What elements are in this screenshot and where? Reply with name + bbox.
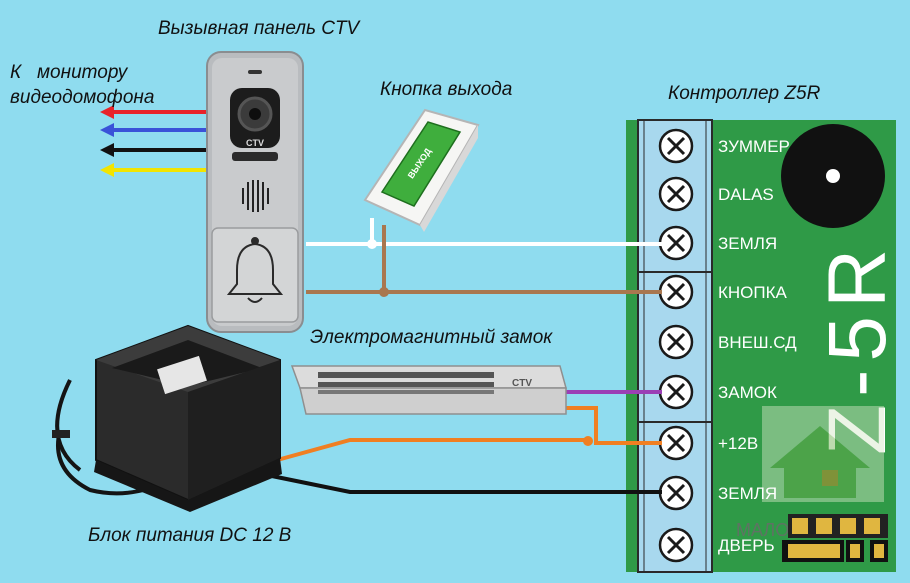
terminal-screw-icon — [658, 527, 694, 563]
terminal-label: ДВЕРЬ — [718, 536, 775, 555]
jumper-pins — [782, 514, 888, 562]
terminal-screw-icon — [658, 475, 694, 511]
terminal-screw-icon — [658, 176, 694, 212]
exit-button: ВЫХОД — [363, 108, 480, 232]
panel-title: Вызывная панель CTV — [158, 18, 362, 39]
board-mark: Z-5R — [812, 241, 903, 455]
exit-button-title: Кнопка выхода — [380, 79, 512, 100]
terminal-screw-icon — [658, 274, 694, 310]
terminal-label: ВНЕШ.СД — [718, 333, 797, 352]
monitor-label-line2: видеодомофона — [10, 87, 154, 108]
wires — [100, 105, 662, 494]
electromagnetic-lock: CTV — [290, 365, 567, 415]
bell-icon — [226, 237, 284, 303]
terminal-label: ЗЕМЛЯ — [718, 234, 777, 253]
terminal-label: +12В — [718, 434, 758, 453]
terminal-label: ЗЕМЛЯ — [718, 484, 777, 503]
lock-title: Электромагнитный замок — [310, 327, 553, 348]
house-watermark-icon — [762, 406, 884, 502]
panel-brand: CTV — [246, 138, 264, 148]
terminal-screw-icon — [658, 425, 694, 461]
call-panel: CTV — [206, 51, 304, 333]
power-supply-title: Блок питания DC 12 В — [88, 525, 292, 546]
controller-title: Контроллер Z5R — [668, 83, 821, 104]
terminal-screw-icon — [658, 374, 694, 410]
speaker-grille-icon — [242, 180, 269, 212]
monitor-label-line1: К монитору — [10, 62, 129, 83]
controller-board: Z-5R МАЛО — [626, 119, 903, 573]
terminal-screw-icon — [658, 225, 694, 261]
terminal-label: КНОПКА — [718, 283, 788, 302]
terminal-label: DALAS — [718, 185, 774, 204]
terminal-label: ЗУММЕР — [718, 137, 790, 156]
power-supply — [52, 324, 282, 512]
terminal-label: ЗАМОК — [718, 383, 777, 402]
lock-brand: CTV — [512, 378, 532, 389]
watermark-text: МАЛО — [736, 520, 789, 540]
terminal-screw-icon — [658, 324, 694, 360]
terminal-screw-icon — [658, 128, 694, 164]
